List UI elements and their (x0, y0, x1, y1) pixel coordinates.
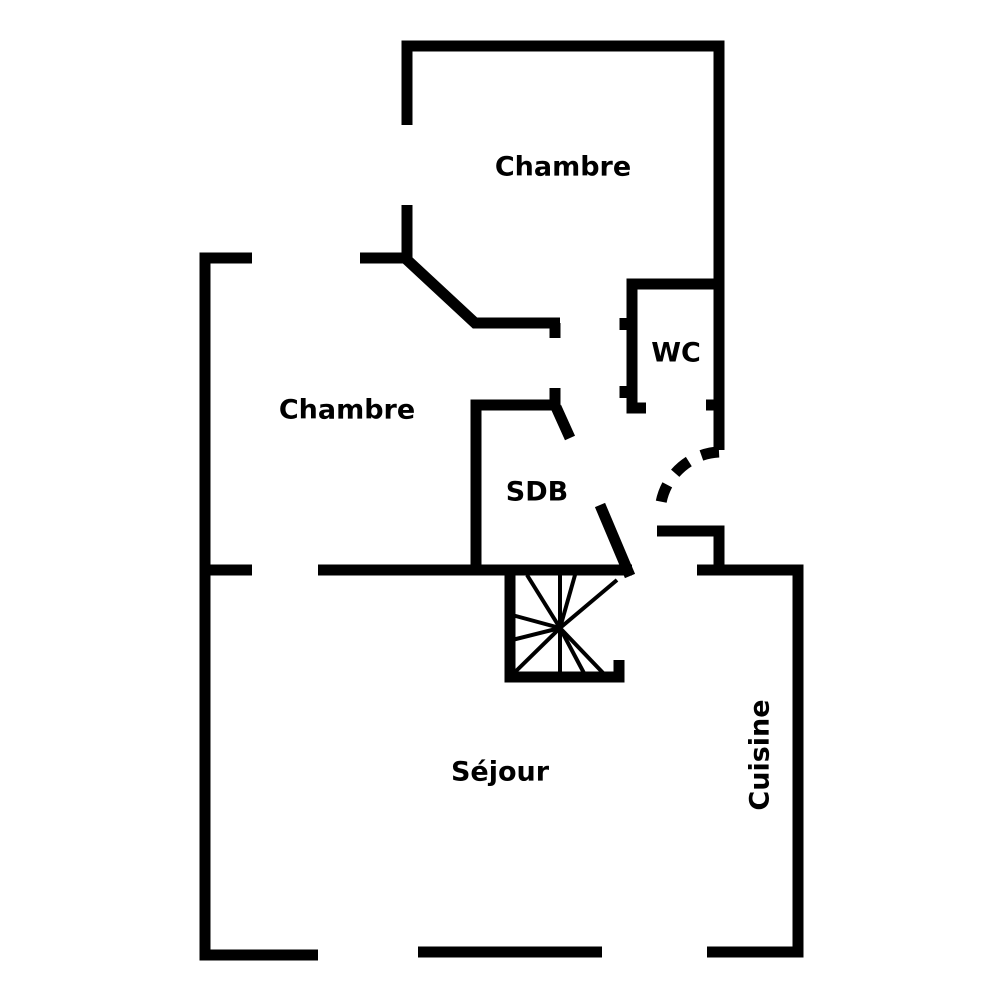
door-swing-arc (654, 446, 720, 516)
room-label-chambre-left: Chambre (278, 394, 416, 426)
door-leaf (550, 404, 576, 441)
wall (401, 40, 725, 450)
wall (199, 252, 318, 961)
wall (697, 564, 804, 958)
room-label-cuisine: Cuisine (744, 699, 776, 811)
wall (470, 399, 560, 570)
stair-steps (510, 573, 619, 677)
wall (360, 205, 413, 264)
door-leaf (594, 502, 636, 579)
room-label-chambre-top: Chambre (494, 151, 632, 183)
room-label-sdb: SDB (505, 476, 569, 508)
wall (401, 253, 560, 329)
room-label-wc: WC (651, 337, 701, 369)
stairs-outline (504, 572, 625, 683)
room-label-sejour: Séjour (450, 756, 550, 788)
wall (657, 525, 725, 570)
wall (626, 278, 719, 414)
